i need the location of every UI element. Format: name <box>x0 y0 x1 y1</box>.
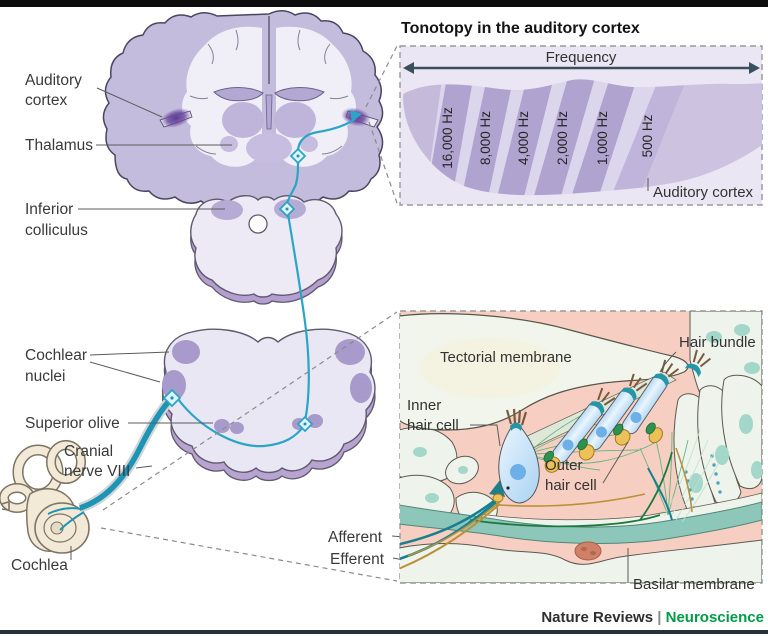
label-inner-hair-cell-2: hair cell <box>407 417 459 434</box>
label-cranial-nerve-2: nerve VIII <box>64 463 130 480</box>
inferior-colliculus-left <box>211 200 243 220</box>
cochlear-nucleus-right-dorsal <box>335 339 365 365</box>
inner-ear <box>0 394 176 554</box>
third-ventricle <box>265 94 273 130</box>
label-auditory-cortex-2: cortex <box>25 92 67 109</box>
stapes <box>1 500 10 511</box>
red-blood-cell <box>574 541 602 561</box>
label-basilar-membrane: Basilar membrane <box>633 576 755 593</box>
svg-text:500 Hz: 500 Hz <box>640 114 655 157</box>
top-bar <box>0 0 768 7</box>
label-cochlea: Cochlea <box>11 557 68 574</box>
label-auditory-cortex: Auditory <box>25 72 82 89</box>
cochlear-nucleus-left-dorsal <box>172 340 200 364</box>
credit-journal: Neuroscience <box>666 609 764 626</box>
lateral-ventricle-right <box>274 87 325 102</box>
outer-hair-cell-partial <box>645 349 711 444</box>
auditory-cortex-highlight-left <box>160 108 192 128</box>
basilar-membrane-band <box>400 501 762 544</box>
label-cochlear-nuclei-2: nuclei <box>25 368 66 385</box>
inset-connector-lines <box>100 45 398 582</box>
label-cranial-nerve: Cranial <box>64 443 113 460</box>
label-auditory-cortex-region: Auditory cortex <box>653 184 754 201</box>
midbrain-section <box>190 195 343 305</box>
svg-text:16,000 Hz: 16,000 Hz <box>440 107 455 169</box>
pathway-nodes <box>162 147 314 433</box>
label-hair-bundle: Hair bundle <box>679 334 756 351</box>
label-outer-hair-cell: Outer <box>545 457 583 474</box>
hensen-cells <box>673 374 762 520</box>
thalamus-left <box>222 102 264 138</box>
pathway-arrowhead <box>350 110 362 122</box>
frequency-band-labels: 16,000 Hz 8,000 Hz 4,000 Hz 2,000 Hz 1,0… <box>440 107 655 169</box>
pale-green-fan <box>663 429 719 523</box>
superior-olive-left <box>214 419 230 433</box>
label-tectorial-membrane: Tectorial membrane <box>440 349 572 366</box>
credit-separator: | <box>653 609 666 626</box>
label-inferior-colliculus-2: colliculus <box>25 222 88 239</box>
frequency-arrow <box>403 62 760 74</box>
thalamus-right <box>274 102 316 138</box>
lateral-ventricle-left <box>213 87 264 102</box>
bottom-rule <box>0 630 768 634</box>
label-inferior-colliculus: Inferior <box>25 201 73 218</box>
label-inner-hair-cell: Inner <box>407 397 441 414</box>
brain-coronal-section <box>102 10 384 211</box>
label-outer-hair-cell-2: hair cell <box>545 477 597 494</box>
label-efferent: Efferent <box>330 551 385 568</box>
brainstem-section <box>161 328 376 482</box>
cochlear-nucleus-left-ventral <box>162 370 186 400</box>
label-superior-olive: Superior olive <box>25 415 120 432</box>
hypothalamus <box>246 133 292 163</box>
svg-text:1,000 Hz: 1,000 Hz <box>595 111 610 165</box>
label-cochlear-nuclei: Cochlear <box>25 347 87 364</box>
nerve-fibre-bundle <box>400 447 693 570</box>
label-thalamus: Thalamus <box>25 137 93 154</box>
credit-publisher: Nature Reviews <box>541 609 653 626</box>
cochlear-nucleus-right-ventral <box>350 373 372 403</box>
organ-of-corti-panel: Tectorial membrane Hair bundle Inner hai… <box>399 310 763 593</box>
label-afferent: Afferent <box>328 529 383 546</box>
svg-text:4,000 Hz: 4,000 Hz <box>516 111 531 165</box>
inner-hair-cell <box>489 408 540 504</box>
svg-text:8,000 Hz: 8,000 Hz <box>478 111 493 165</box>
tympanic-layer <box>400 539 762 583</box>
sulci-lines <box>189 29 349 155</box>
journal-credit: Nature Reviews | Neuroscience <box>541 609 764 626</box>
frequency-axis-label: Frequency <box>546 49 617 66</box>
auditory-pathway <box>162 110 362 448</box>
cerebral-aqueduct <box>248 214 268 234</box>
svg-text:2,000 Hz: 2,000 Hz <box>555 111 570 165</box>
outer-hair-cells <box>543 349 711 473</box>
tonotopy-title: Tonotopy in the auditory cortex <box>401 20 640 37</box>
cranial-nerve-viii <box>79 396 174 511</box>
tonotopy-panel: Tonotopy in the auditory cortex Frequenc… <box>399 20 763 206</box>
